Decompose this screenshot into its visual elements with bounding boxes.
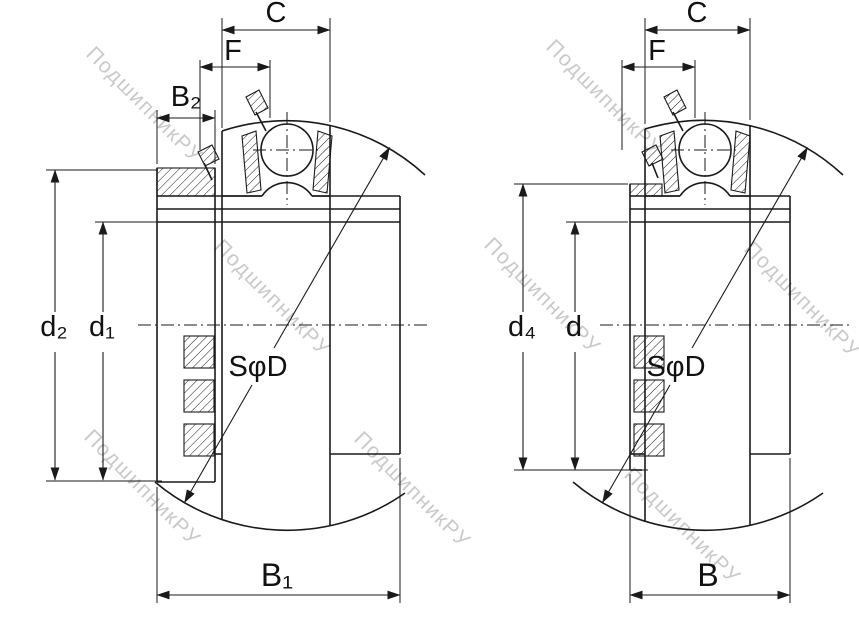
watermark-text: ПодшипникРУ <box>739 237 859 362</box>
left-centerlines <box>138 112 428 326</box>
right-hatched-sections <box>629 89 751 457</box>
seal-left <box>241 130 262 194</box>
watermark-text: ПодшипникРУ <box>349 427 474 552</box>
set-screw-top <box>245 89 269 116</box>
label-d1: d₁ <box>89 311 115 343</box>
right-view: C F d₄ d SφD B <box>508 0 850 603</box>
label-sphere-dia-right: SφD <box>646 351 705 383</box>
left-hatched-sections <box>156 89 333 457</box>
sphere-arc-bottom <box>154 481 406 532</box>
sphere-arc-bottom <box>572 481 824 532</box>
raceway-arc <box>261 181 313 197</box>
right-dimension-lines <box>518 25 808 600</box>
label-b1: B₁ <box>261 557 293 593</box>
seal-left <box>659 130 680 194</box>
collar-detail <box>183 423 215 457</box>
dim-line-sphere <box>691 147 808 349</box>
label-f-left: F <box>224 35 242 67</box>
label-d2: d₂ <box>40 311 67 343</box>
flinger-section <box>629 183 663 197</box>
watermark-text: ПодшипникРУ <box>619 463 744 588</box>
label-sphere-dia-left: SφD <box>228 351 287 383</box>
dim-line-sphere <box>184 384 253 503</box>
label-b2: B₂ <box>171 81 202 113</box>
watermark-text: ПодшипникРУ <box>209 235 334 360</box>
ball <box>678 123 732 177</box>
collar-detail <box>183 335 215 369</box>
seal-right <box>730 130 751 194</box>
left-dimension-labels: C F B₂ d₂ d₁ SφD B₁ <box>40 0 293 593</box>
dim-line-sphere <box>273 147 390 349</box>
detail-block <box>633 379 665 413</box>
label-c-left: C <box>266 0 287 29</box>
label-b: B <box>697 557 718 593</box>
detail-block <box>633 423 665 457</box>
collar-screw <box>641 144 664 167</box>
label-f-right: F <box>648 35 666 67</box>
collar-section <box>156 167 216 197</box>
label-d4: d₄ <box>508 311 536 343</box>
dim-line-sphere <box>602 384 671 503</box>
set-screw-top <box>663 89 687 116</box>
label-c-right: C <box>687 0 708 29</box>
left-dimension-lines <box>50 25 401 600</box>
ball <box>260 123 314 177</box>
left-view: C F B₂ d₂ d₁ SφD B₁ <box>40 0 428 603</box>
raceway-arc <box>679 181 731 197</box>
label-d: d <box>566 311 582 343</box>
left-extension-lines <box>46 18 401 603</box>
right-centerlines <box>600 112 850 326</box>
collar-detail <box>183 379 215 413</box>
detail-block <box>633 335 665 369</box>
seal-right <box>312 130 333 194</box>
watermark-text: ПодшипникРУ <box>479 233 604 358</box>
collar-screw <box>197 144 220 167</box>
right-dimension-labels: C F d₄ d SφD B <box>508 0 719 593</box>
